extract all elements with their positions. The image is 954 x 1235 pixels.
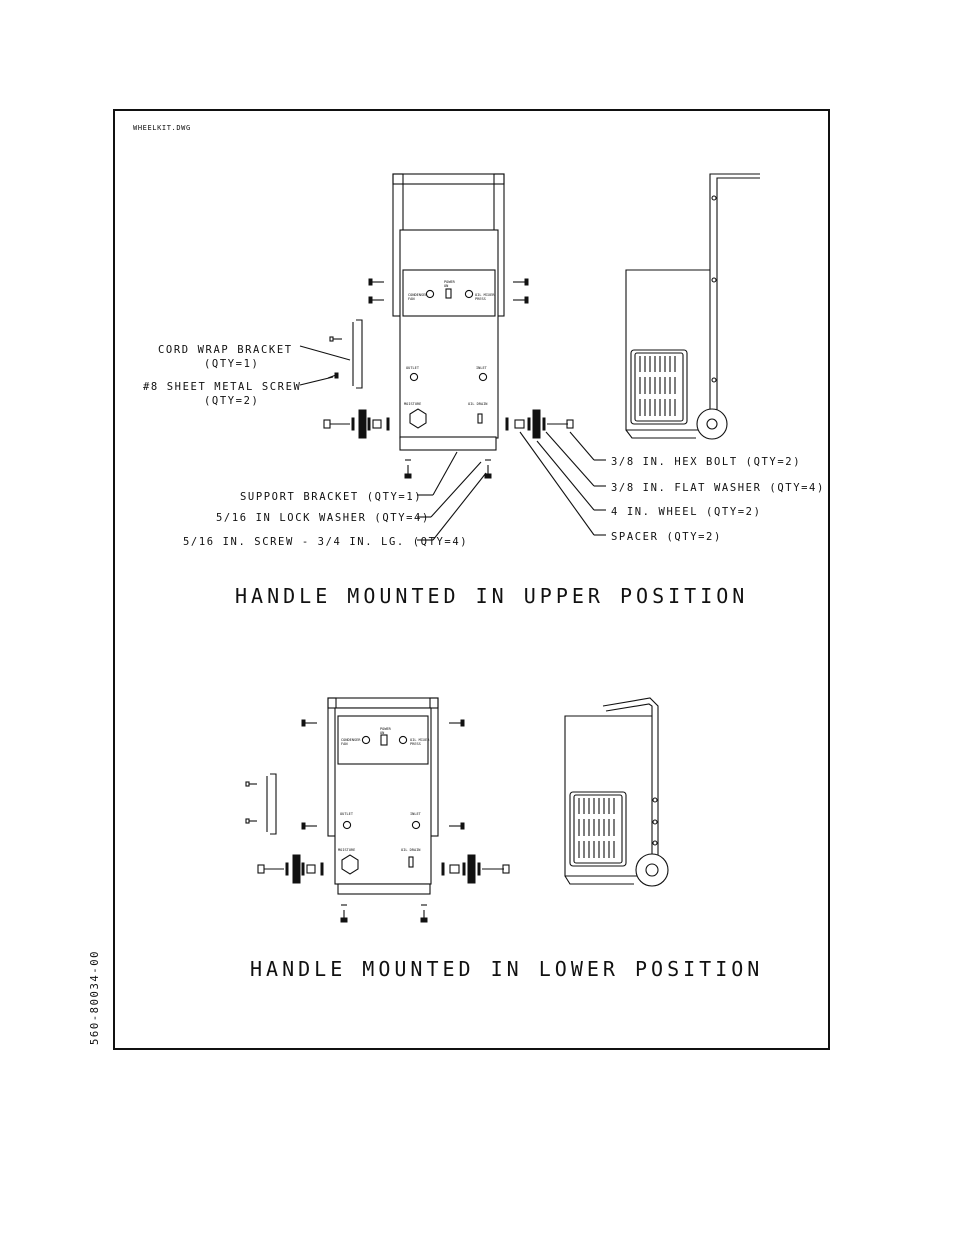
left-wheel-assembly	[323, 409, 390, 439]
svg-text:5/16 IN LOCK WASHER (QTY=4): 5/16 IN LOCK WASHER (QTY=4)	[216, 512, 430, 524]
cord-wrap-bracket	[327, 319, 363, 389]
svg-text:INLET: INLET	[410, 812, 422, 816]
svg-text:MOISTURE: MOISTURE	[338, 848, 355, 852]
lower-bottom-screws	[340, 904, 428, 923]
svg-text:CORD WRAP BRACKET: CORD WRAP BRACKET	[158, 344, 293, 356]
svg-text:MOISTURE: MOISTURE	[404, 402, 421, 406]
svg-text:3/8 IN. HEX BOLT (QTY=2): 3/8 IN. HEX BOLT (QTY=2)	[611, 456, 801, 468]
svg-text:#8 SHEET METAL SCREW: #8 SHEET METAL SCREW	[143, 381, 301, 393]
cabinet-screws	[368, 278, 529, 304]
svg-text:OIL DRAIN: OIL DRAIN	[468, 402, 487, 406]
lower-side-view	[564, 697, 669, 887]
svg-text:OIL DRAIN: OIL DRAIN	[401, 848, 420, 852]
right-wheel-assembly	[505, 409, 574, 439]
svg-text:OUTLET: OUTLET	[340, 812, 354, 816]
upper-position-title: HANDLE MOUNTED IN UPPER POSITION	[235, 584, 748, 608]
upper-side-view	[625, 173, 760, 440]
part-number-label: 560-80034-00	[89, 950, 101, 1045]
file-name-label: WHEELKIT.DWG	[133, 124, 191, 132]
svg-text:3/8 IN. FLAT WASHER (QTY=4): 3/8 IN. FLAT WASHER (QTY=4)	[611, 482, 825, 494]
lower-left-wheel-assembly	[257, 854, 324, 884]
svg-text:SUPPORT BRACKET (QTY=1): SUPPORT BRACKET (QTY=1)	[240, 491, 422, 503]
support-bracket	[399, 436, 497, 451]
lower-cabinet-screws	[301, 719, 465, 830]
lower-right-wheel-assembly	[441, 854, 510, 884]
drawing-border	[113, 109, 830, 1050]
lower-position-title: HANDLE MOUNTED IN LOWER POSITION	[250, 957, 763, 981]
upper-callouts: CORD WRAP BRACKET (QTY=1) #8 SHEET METAL…	[143, 344, 825, 548]
svg-text:(QTY=1): (QTY=1)	[204, 358, 259, 370]
svg-text:(QTY=2): (QTY=2)	[204, 395, 259, 407]
lower-cord-wrap-bracket	[245, 773, 277, 835]
svg-text:5/16 IN. SCREW - 3/4 IN. LG. (: 5/16 IN. SCREW - 3/4 IN. LG. (QTY=4)	[183, 536, 468, 548]
svg-text:OUTLET: OUTLET	[406, 366, 420, 370]
lower-support-bracket	[337, 883, 431, 895]
svg-text:INLET: INLET	[476, 366, 488, 370]
svg-text:4 IN. WHEEL (QTY=2): 4 IN. WHEEL (QTY=2)	[611, 506, 762, 518]
bottom-screws	[404, 459, 492, 479]
svg-text:SPACER (QTY=2): SPACER (QTY=2)	[611, 531, 722, 543]
